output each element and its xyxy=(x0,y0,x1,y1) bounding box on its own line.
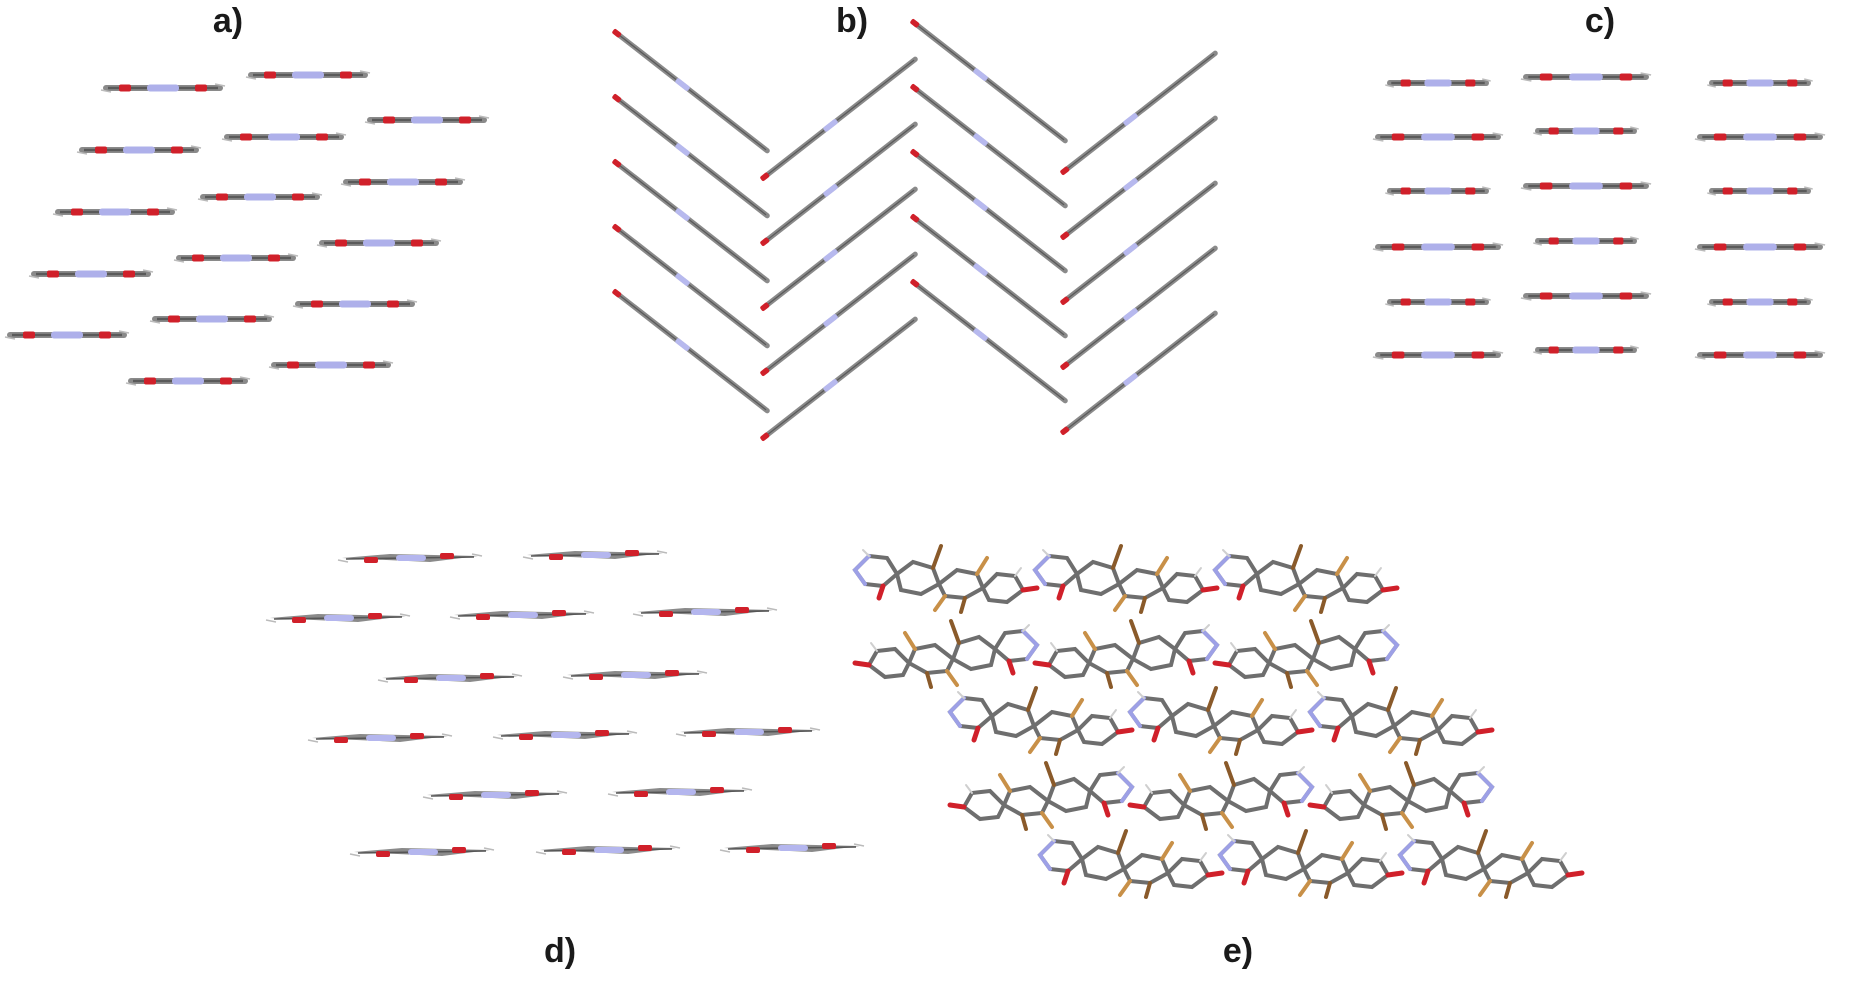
molecule xyxy=(377,672,523,684)
molecule xyxy=(950,763,1132,829)
molecule xyxy=(1372,132,1504,142)
molecule xyxy=(52,207,178,217)
panel-e-packing xyxy=(855,546,1582,897)
molecule xyxy=(1384,78,1492,88)
molecule xyxy=(173,253,299,263)
molecule xyxy=(492,729,638,741)
molecule xyxy=(1520,291,1652,301)
molecule xyxy=(1372,242,1504,252)
molecule xyxy=(307,732,453,744)
molecule xyxy=(758,249,920,378)
panel-label-a: a) xyxy=(213,2,243,40)
molecule xyxy=(1706,78,1814,88)
molecule xyxy=(908,147,1070,276)
molecule xyxy=(1694,132,1826,142)
molecule xyxy=(908,212,1070,341)
molecule xyxy=(632,606,778,618)
molecule xyxy=(610,222,772,351)
molecule xyxy=(607,786,753,798)
molecule xyxy=(1520,181,1652,191)
molecule xyxy=(1058,113,1220,242)
molecule xyxy=(221,132,347,142)
molecule xyxy=(855,621,1037,687)
molecule xyxy=(908,17,1070,146)
panel-label-b: b) xyxy=(836,2,868,40)
molecule xyxy=(340,177,466,187)
molecule xyxy=(449,609,595,621)
molecule xyxy=(4,330,130,340)
molecule xyxy=(950,688,1132,754)
molecule xyxy=(1215,621,1397,687)
panel-b-packing xyxy=(610,17,1220,443)
molecule xyxy=(149,314,275,324)
molecule xyxy=(292,299,418,309)
molecule xyxy=(1130,763,1312,829)
molecule xyxy=(100,83,226,93)
molecule xyxy=(1035,546,1217,612)
molecule xyxy=(610,157,772,286)
molecule xyxy=(1058,243,1220,372)
molecule xyxy=(758,54,920,183)
molecule xyxy=(1035,621,1217,687)
molecule xyxy=(1706,297,1814,307)
molecule xyxy=(337,552,483,564)
molecule xyxy=(610,92,772,221)
molecule xyxy=(76,145,202,155)
molecule xyxy=(422,789,568,801)
molecule xyxy=(268,360,394,370)
molecule xyxy=(197,192,323,202)
molecule xyxy=(1058,178,1220,307)
molecule xyxy=(908,277,1070,406)
panel-label-d: d) xyxy=(544,932,576,970)
molecule xyxy=(1694,350,1826,360)
molecule xyxy=(758,119,920,248)
molecule xyxy=(265,612,411,624)
molecule xyxy=(1520,72,1652,82)
molecule xyxy=(908,82,1070,211)
molecule xyxy=(855,546,1037,612)
molecule xyxy=(719,842,865,854)
molecule xyxy=(1130,688,1312,754)
molecule xyxy=(1384,186,1492,196)
panel-label-e: e) xyxy=(1223,932,1253,970)
molecule xyxy=(349,846,495,858)
molecule xyxy=(1220,831,1402,897)
molecule xyxy=(1215,546,1397,612)
molecule xyxy=(1400,831,1582,897)
molecule xyxy=(1310,688,1492,754)
molecule xyxy=(535,844,681,856)
molecule xyxy=(522,549,668,561)
molecule xyxy=(316,238,442,248)
molecule xyxy=(758,184,920,313)
molecule xyxy=(245,70,371,80)
molecule xyxy=(610,27,772,156)
molecule xyxy=(1310,763,1492,829)
molecule xyxy=(1384,297,1492,307)
molecule xyxy=(364,115,490,125)
molecule xyxy=(562,669,708,681)
molecule xyxy=(1706,186,1814,196)
molecule xyxy=(1532,126,1640,136)
molecule xyxy=(1058,48,1220,177)
molecule xyxy=(1532,345,1640,355)
molecule xyxy=(758,314,920,443)
molecule xyxy=(1058,308,1220,437)
molecule xyxy=(1532,236,1640,246)
panel-d-packing xyxy=(265,549,865,858)
molecule xyxy=(28,269,154,279)
panel-c-packing xyxy=(1372,72,1826,360)
panel-label-c: c) xyxy=(1585,2,1615,40)
molecule xyxy=(125,376,251,386)
molecule xyxy=(1040,831,1222,897)
molecule xyxy=(610,287,772,416)
molecule xyxy=(675,726,821,738)
panel-a-packing xyxy=(4,70,490,386)
molecule xyxy=(1694,242,1826,252)
molecule xyxy=(1372,350,1504,360)
